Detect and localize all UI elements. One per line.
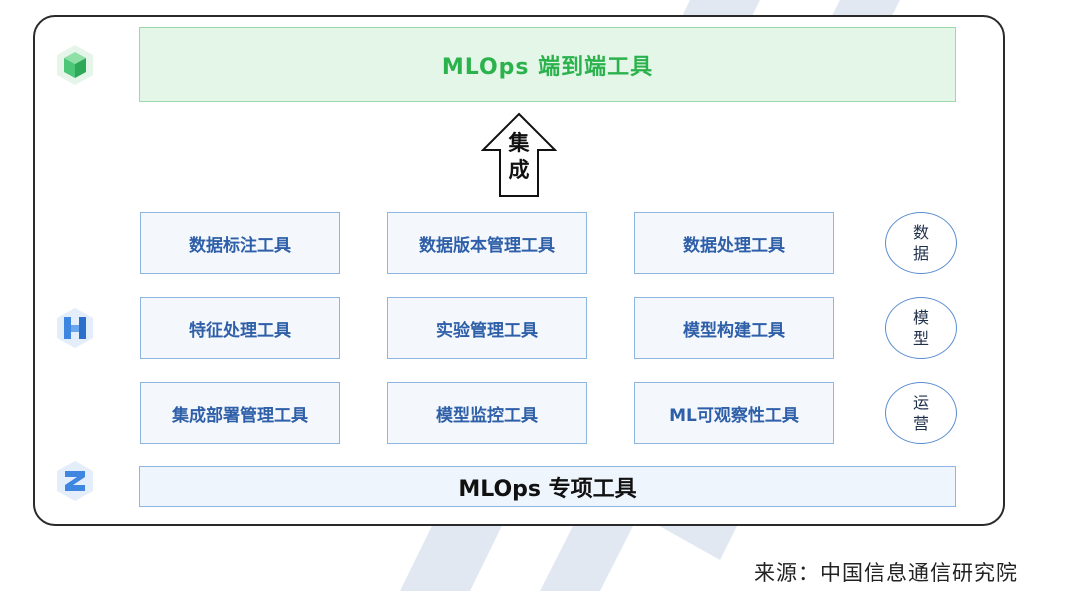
tool-label: 模型构建工具 — [683, 320, 785, 341]
integration-char-2: 成 — [508, 158, 530, 182]
integration-char-1: 集 — [508, 131, 530, 155]
tool-model-building: 模型构建工具 — [634, 297, 834, 359]
end-to-end-tools-bar: MLOps 端到端工具 — [139, 27, 956, 102]
specialized-tools-bar: MLOps 专项工具 — [139, 466, 956, 507]
integration-label: 集 成 — [500, 130, 538, 184]
tool-label: 数据版本管理工具 — [419, 235, 555, 256]
category-data: 数 据 — [885, 212, 957, 274]
category-char: 据 — [912, 244, 929, 263]
category-char: 模 — [912, 308, 929, 327]
blue-layer-icon — [57, 461, 93, 501]
tool-data-versioning: 数据版本管理工具 — [387, 212, 587, 274]
category-model: 模 型 — [885, 297, 957, 359]
tool-feature-processing: 特征处理工具 — [140, 297, 340, 359]
tool-data-labeling: 数据标注工具 — [140, 212, 340, 274]
category-char: 型 — [912, 329, 929, 348]
specialized-tools-label: MLOps 专项工具 — [458, 476, 637, 502]
tool-ml-observability: ML可观察性工具 — [634, 382, 834, 444]
tool-model-monitoring: 模型监控工具 — [387, 382, 587, 444]
tool-label: 数据处理工具 — [683, 235, 785, 256]
tool-label: ML可观察性工具 — [669, 405, 799, 426]
tool-label: 特征处理工具 — [189, 320, 291, 341]
tool-label: 数据标注工具 — [189, 235, 291, 256]
tool-label: 集成部署管理工具 — [172, 405, 308, 426]
tool-label: 模型监控工具 — [436, 405, 538, 426]
green-cube-icon — [57, 45, 93, 85]
blue-block-icon — [57, 308, 93, 348]
integration-arrow-icon — [481, 112, 557, 197]
category-char: 数 — [912, 223, 929, 242]
category-char: 运 — [912, 393, 929, 412]
tool-label: 实验管理工具 — [436, 320, 538, 341]
tool-experiment-management: 实验管理工具 — [387, 297, 587, 359]
category-operations: 运 营 — [885, 382, 957, 444]
source-caption: 来源：中国信息通信研究院 — [754, 561, 1018, 585]
category-char: 营 — [912, 414, 929, 433]
end-to-end-tools-label: MLOps 端到端工具 — [441, 54, 654, 80]
tool-deployment-management: 集成部署管理工具 — [140, 382, 340, 444]
tool-data-processing: 数据处理工具 — [634, 212, 834, 274]
